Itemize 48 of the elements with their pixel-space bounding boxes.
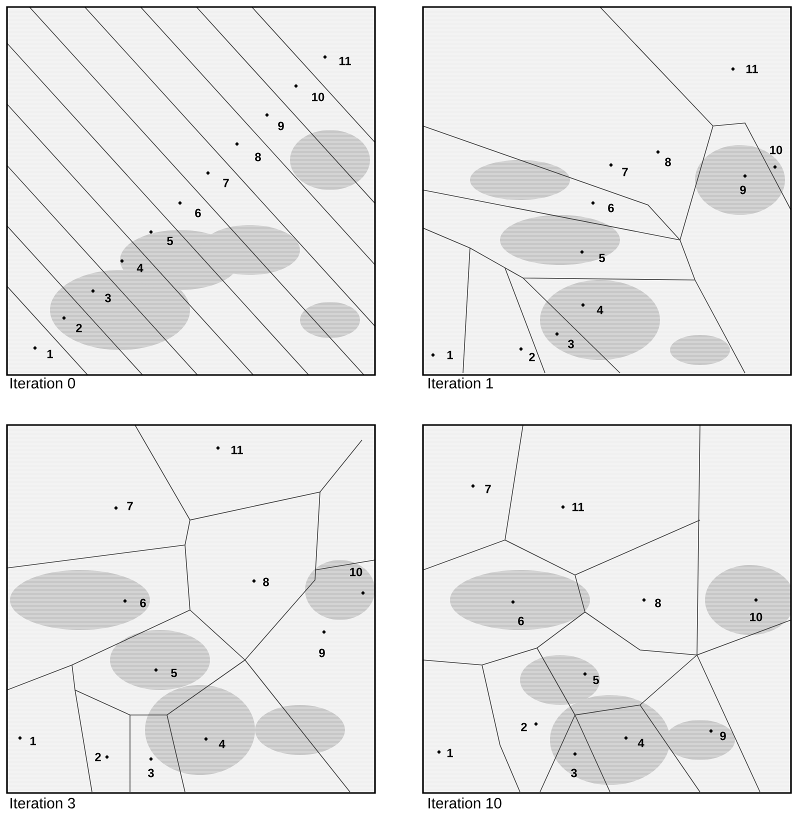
point-number: 7 (127, 502, 133, 510)
point-number: 3 (568, 340, 574, 348)
point-number: 2 (76, 324, 82, 332)
caption: Iteration 3 (10, 798, 75, 808)
point-number: 7 (622, 168, 628, 176)
point-number: 4 (136, 264, 144, 272)
point-number: 8 (263, 578, 269, 586)
point-number: 10 (750, 612, 762, 622)
point-number: 5 (167, 236, 173, 246)
point-number: 1 (447, 748, 453, 758)
point-number: 6 (195, 208, 201, 218)
point-number: 9 (278, 122, 284, 130)
point-number: 6 (518, 616, 524, 626)
point-number: 10 (350, 568, 362, 576)
point-number: 7 (223, 178, 229, 188)
point-number: 6 (140, 598, 146, 608)
point-number: 11 (746, 64, 758, 74)
point-number: 5 (599, 254, 605, 262)
point-number: 1 (47, 350, 53, 358)
point-number: 3 (570, 768, 577, 778)
point-number: 5 (593, 676, 599, 684)
point-number: 1 (447, 350, 453, 360)
caption: Iteration 0 (10, 378, 76, 388)
point-number: 9 (720, 732, 726, 740)
point-number: 8 (655, 598, 661, 608)
point-number: 2 (521, 722, 527, 732)
point-number: 3 (148, 768, 154, 778)
point-number: 5 (171, 668, 177, 678)
point-number: 6 (608, 204, 614, 212)
caption: Iteration 10 (428, 798, 502, 808)
point-number: 8 (665, 158, 671, 166)
point-number: 3 (104, 294, 111, 302)
caption: Iteration 1 (428, 378, 493, 388)
point-number: 9 (740, 186, 746, 194)
point-number: 8 (255, 152, 261, 162)
point-number: 11 (572, 502, 584, 512)
point-number: 4 (218, 740, 226, 748)
point-number: 11 (339, 56, 351, 66)
point-number: 10 (312, 92, 324, 102)
point-number: 7 (485, 484, 491, 494)
point-number: 11 (231, 446, 243, 454)
point-number: 10 (770, 146, 782, 154)
point-number: 4 (638, 738, 644, 748)
point-number: 9 (319, 648, 325, 658)
point-number: 2 (95, 752, 101, 762)
point-number: 2 (529, 352, 535, 362)
point-number: 1 (30, 736, 36, 746)
point-number: 4 (596, 306, 604, 314)
